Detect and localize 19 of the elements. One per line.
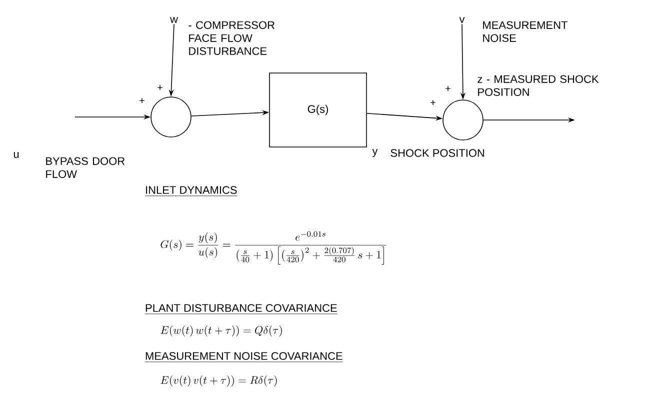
- signal-label: y: [372, 148, 378, 158]
- signal-label: SHOCK POSITION: [390, 149, 484, 157]
- equation: $E(w(t)\,w(t+\tau)) = Q\delta(\tau)$: [160, 326, 282, 336]
- section-heading: MEASUREMENT NOISE COVARIANCE: [144, 352, 344, 362]
- signal-description: BYPASS DOOR FLOW: [46, 157, 125, 178]
- signal-label: v: [459, 17, 465, 23]
- summing-junction: [150, 96, 192, 138]
- equation: $E(v(t)\,v(t+\tau)) = R\delta(\tau)$: [160, 376, 277, 386]
- summing-junction: [442, 100, 484, 140]
- transfer-function-box: G(s): [269, 72, 367, 148]
- section-heading: INLET DYNAMICS: [144, 186, 238, 196]
- section-heading: PLANT DISTURBANCE COVARIANCE: [144, 304, 338, 314]
- equation: $G(s) = \frac{y(s)}{u(s)} = \frac{e^{-0.01s}}{\left(\frac{s}{40}+1\right)\left[\left(\frac{s}{420}\right)^{2}+\frac{2(0.707)}{420}\,s+1\right]}$: [160, 231, 386, 265]
- signal-description: - COMPRESSOR FACE FLOW DISTURBANCE: [188, 21, 274, 55]
- signal-label: u: [14, 152, 19, 158]
- signal-description: MEASUREMENT NOISE: [483, 21, 568, 42]
- plus-sign: +: [158, 85, 162, 90]
- signal-description: z - MEASURED SHOCK POSITION: [478, 75, 599, 96]
- signal-label: w: [170, 17, 178, 23]
